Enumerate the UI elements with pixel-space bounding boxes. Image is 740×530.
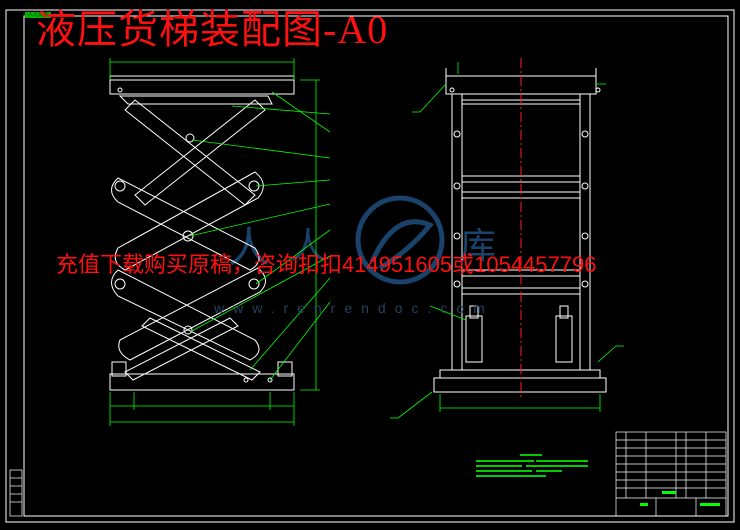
revision-strip: [9, 469, 23, 517]
front-view: [433, 68, 607, 393]
drawing-title: 液压货梯装配图-A0: [36, 7, 389, 52]
promo-text: 充值下载购买原稿，咨询扣扣414951605或1054457796: [56, 252, 597, 277]
technical-requirements: [476, 454, 588, 477]
side-view: [109, 75, 295, 391]
side-view-dimensions: [109, 58, 331, 426]
title-block: [615, 431, 727, 517]
drawing-frame: [5, 9, 735, 523]
watermark-url: www.renrendoc.com: [214, 300, 494, 316]
front-view-dimensions: [390, 62, 624, 419]
svg-text:库: 库: [460, 226, 496, 267]
corner-tag: 人人文库: [25, 12, 52, 18]
title-block-text: [640, 491, 720, 506]
svg-text:人: 人: [228, 223, 270, 272]
watermark-logo: 人 人 库: [228, 195, 496, 285]
